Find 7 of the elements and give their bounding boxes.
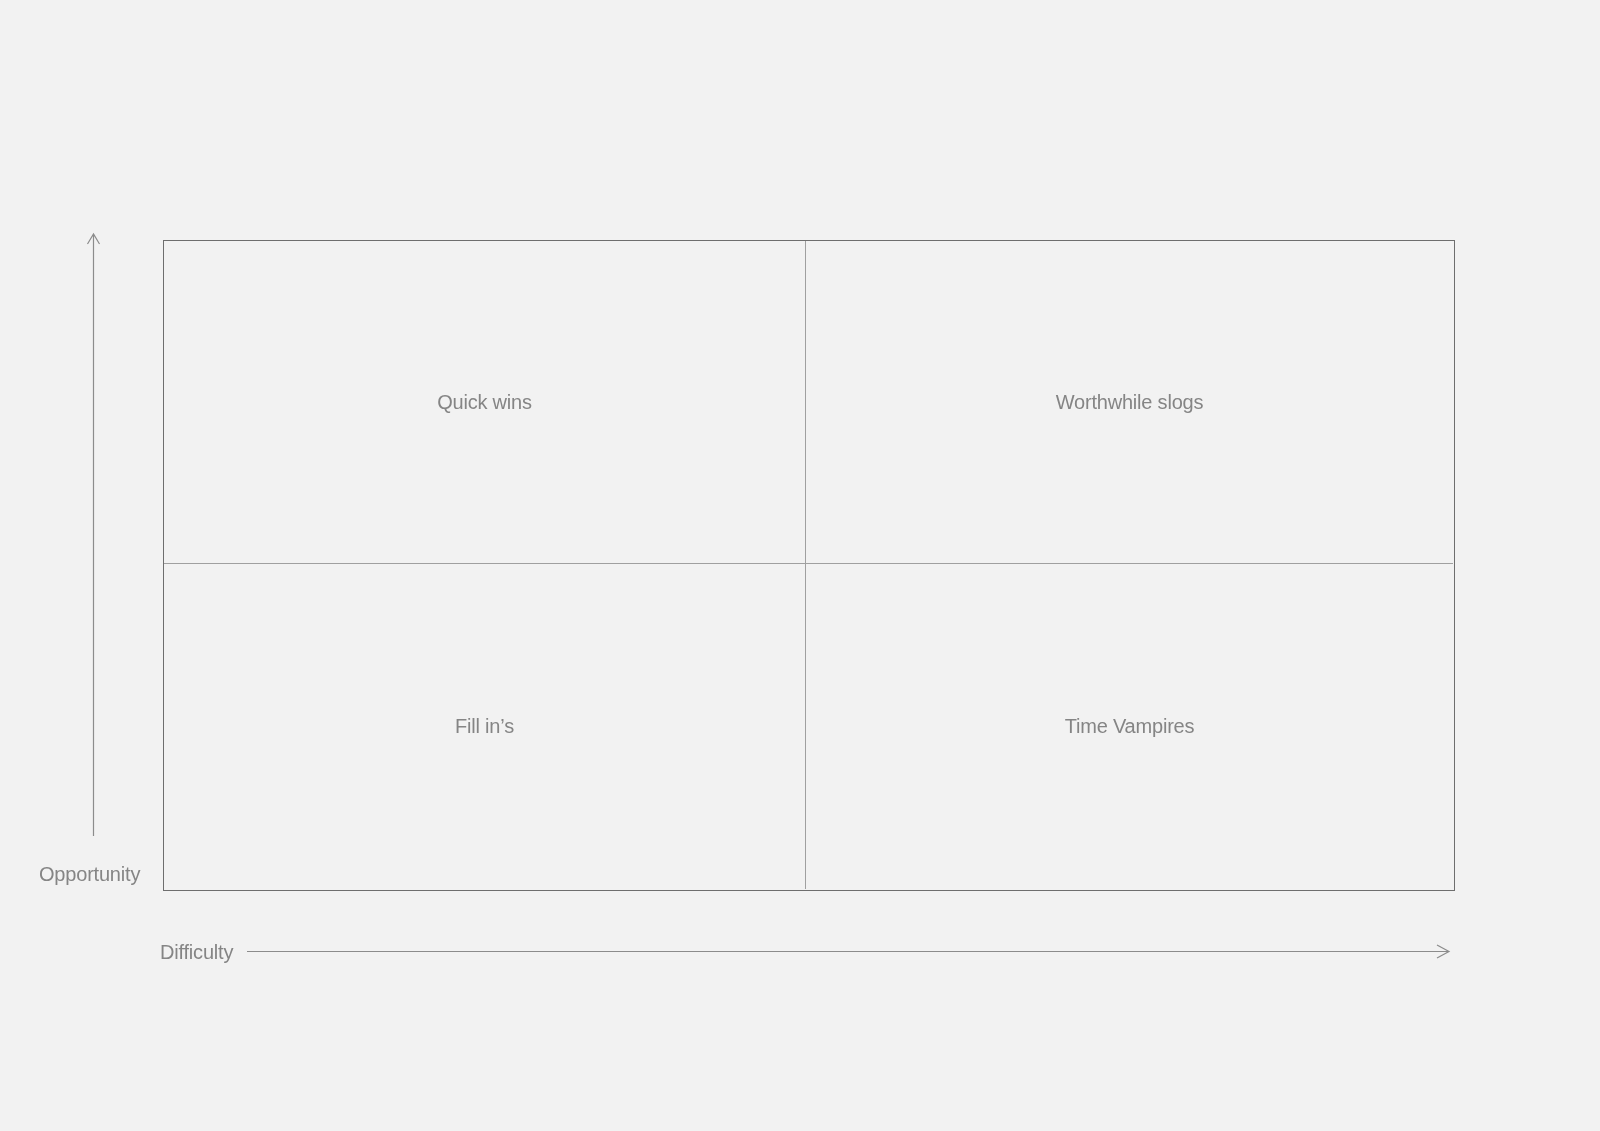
quadrant bbox=[164, 241, 806, 564]
quadrant-label: Quick wins bbox=[437, 390, 532, 414]
axis-label: Opportunity bbox=[39, 862, 141, 886]
quadrant-label: Fill in’s bbox=[455, 715, 514, 738]
axis-label: Difficulty bbox=[160, 940, 234, 964]
quadrant-label: Worthwhile slogs bbox=[1055, 390, 1204, 414]
quadrant-label: Time Vampires bbox=[1064, 715, 1195, 738]
